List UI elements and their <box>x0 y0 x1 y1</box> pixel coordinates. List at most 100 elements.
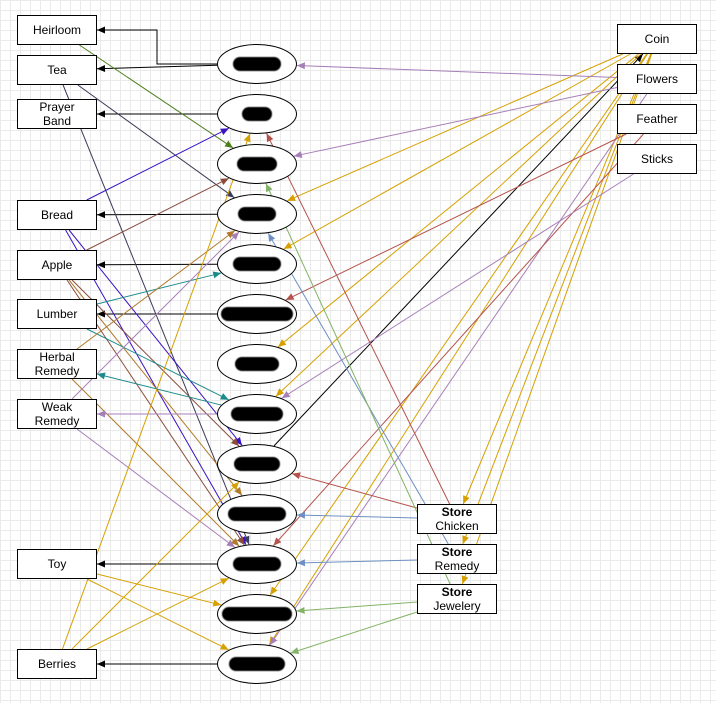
store-title-remedy: Store <box>441 545 473 559</box>
edge-flowers-to-n13 <box>269 93 648 646</box>
item-label-tea: Tea <box>47 63 67 77</box>
store-title-chicken: Store <box>441 505 473 519</box>
edge-apple-to-n9-arrowhead <box>230 438 240 447</box>
edge-berries-to-n2-arrowhead <box>243 133 251 143</box>
edge-n2-to-prayer_band-arrowhead <box>97 110 105 118</box>
edge-coin-to-n12-arrowhead <box>270 586 278 596</box>
edge-lumber-to-n5 <box>96 272 222 305</box>
item-label-heirloom: Heirloom <box>32 23 81 37</box>
edge-coin-to-store_remedy <box>462 53 652 545</box>
edge-feather-to-n11 <box>273 133 644 547</box>
redaction-scribble <box>234 457 280 471</box>
redacted-node-7[interactable] <box>217 344 297 384</box>
item-label-sticks: Sticks <box>640 152 673 166</box>
edge-feather-to-n6-arrowhead <box>285 293 295 301</box>
store-box-remedy[interactable]: Store Remedy <box>417 544 497 574</box>
redaction-scribble <box>231 407 283 421</box>
edge-heirloom-to-n3 <box>79 44 234 149</box>
item-box-bread[interactable]: Bread <box>17 200 97 230</box>
edge-coin-to-n13 <box>268 53 648 646</box>
edge-berries-to-n11-arrowhead <box>219 578 229 585</box>
edge-apple-to-n3-arrowhead <box>220 178 229 185</box>
edge-sticks-to-n8-arrowhead <box>281 391 291 399</box>
edge-n8-to-herbal_remedy <box>96 373 222 406</box>
item-box-apple[interactable]: Apple <box>17 250 97 280</box>
redacted-node-8[interactable] <box>217 394 297 434</box>
edge-coin-to-n4-arrowhead <box>287 194 296 201</box>
edge-herbal_remedy-to-n11-arrowhead <box>230 537 240 547</box>
redacted-node-9[interactable] <box>217 444 297 484</box>
item-box-weak-remedy[interactable]: Weak Remedy <box>17 399 97 429</box>
edge-store_jewelery-to-n12-arrowhead <box>296 606 305 614</box>
edge-n4-to-bread-arrowhead <box>97 211 106 219</box>
item-box-berries[interactable]: Berries <box>17 649 97 679</box>
item-box-herbal-remedy[interactable]: Herbal Remedy <box>17 349 97 379</box>
redacted-node-1[interactable] <box>217 44 297 84</box>
edge-flowers-to-n1-arrowhead <box>296 62 306 70</box>
edge-feather-to-n11-arrowhead <box>273 537 282 546</box>
item-box-sticks[interactable]: Sticks <box>617 144 697 174</box>
edge-weak_remedy-to-n11 <box>76 428 236 548</box>
item-label-bread: Bread <box>40 208 74 222</box>
item-label-prayer-band: Prayer Band <box>39 100 75 128</box>
redaction-scribble <box>238 207 276 221</box>
redacted-node-10[interactable] <box>217 494 297 534</box>
edge-n13-to-berries-arrowhead <box>97 660 105 668</box>
edge-coin-to-n8 <box>275 53 642 397</box>
item-box-flowers[interactable]: Flowers <box>617 64 697 94</box>
redacted-node-4[interactable] <box>217 194 297 234</box>
redacted-node-5[interactable] <box>217 244 297 284</box>
store-subtitle-chicken: Chicken <box>435 519 479 533</box>
edge-n1-to-heirloom-arrowhead <box>97 26 105 34</box>
item-box-toy[interactable]: Toy <box>17 549 97 579</box>
edge-apple-to-n10 <box>68 279 243 496</box>
edge-lumber-to-n8-arrowhead <box>219 393 229 400</box>
item-label-lumber: Lumber <box>36 307 78 321</box>
redacted-node-3[interactable] <box>217 144 297 184</box>
redacted-node-2[interactable] <box>217 94 297 134</box>
item-label-weak-remedy: Weak Remedy <box>34 400 80 428</box>
edge-n1-to-heirloom <box>97 29 217 65</box>
redacted-node-11[interactable] <box>217 544 297 584</box>
item-box-heirloom[interactable]: Heirloom <box>17 15 97 45</box>
edge-berries-to-n9-arrowhead <box>230 481 240 491</box>
item-box-feather[interactable]: Feather <box>617 104 697 134</box>
edge-weak_remedy-to-n11-arrowhead <box>226 539 235 548</box>
edge-n1-to-tea-arrowhead <box>97 65 106 73</box>
redaction-scribble <box>242 107 272 121</box>
edge-coin-to-n5 <box>283 53 631 250</box>
item-box-tea[interactable]: Tea <box>17 55 97 85</box>
redaction-scribble <box>233 557 281 571</box>
edge-coin-to-n5-arrowhead <box>283 242 293 250</box>
edge-n5-to-apple-arrowhead <box>97 261 106 269</box>
edge-n9-to-coin <box>273 53 644 447</box>
edge-n6-to-lumber-arrowhead <box>97 310 105 318</box>
redacted-node-12[interactable] <box>217 594 297 634</box>
redacted-node-6[interactable] <box>217 294 297 334</box>
edge-bread-to-n2-arrowhead <box>220 128 229 135</box>
item-label-toy: Toy <box>47 557 67 571</box>
item-box-lumber[interactable]: Lumber <box>17 299 97 329</box>
edge-store_jewelery-to-n13 <box>290 611 418 654</box>
edge-coin-to-n7 <box>277 53 639 348</box>
edge-store_chicken-to-n9-arrowhead <box>292 472 301 480</box>
item-box-prayer-band[interactable]: Prayer Band <box>17 99 97 129</box>
edge-herbal_remedy-to-n4-arrowhead <box>226 230 235 239</box>
redaction-scribble <box>233 257 281 271</box>
store-box-chicken[interactable]: Store Chicken <box>417 504 497 534</box>
edge-coin-to-store_jewelery-arrowhead <box>461 575 469 584</box>
edge-n5-to-apple <box>96 263 218 266</box>
edge-n9-to-coin-arrowhead <box>634 54 643 63</box>
item-box-coin[interactable]: Coin <box>617 24 697 54</box>
edge-coin-to-store_jewelery <box>461 53 653 585</box>
store-box-jewelery[interactable]: Store Jewelery <box>417 584 497 614</box>
redaction-scribble <box>233 57 281 71</box>
edge-weak_remedy-to-n4 <box>71 231 240 400</box>
redacted-node-13[interactable] <box>217 644 297 684</box>
edge-store_chicken-to-n10-arrowhead <box>296 511 306 519</box>
edge-flowers-to-n3 <box>293 87 618 157</box>
item-label-feather: Feather <box>636 112 678 126</box>
item-label-flowers: Flowers <box>635 72 678 86</box>
edge-bread-to-n9 <box>68 229 243 446</box>
edge-store_remedy-to-n11 <box>296 559 418 564</box>
